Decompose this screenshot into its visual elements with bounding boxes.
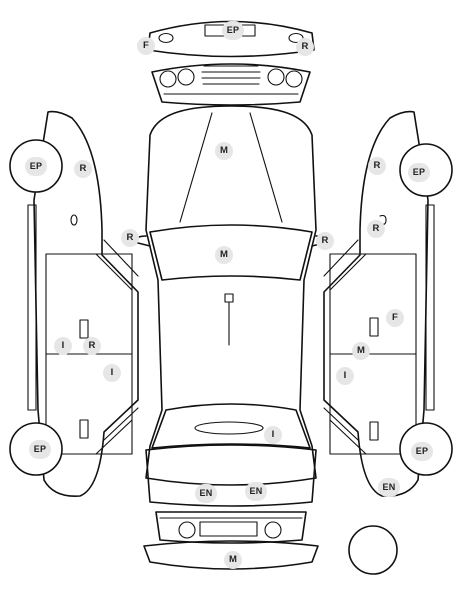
marker-left-front-wheel: EP — [25, 156, 47, 176]
marker-windshield: M — [215, 246, 233, 264]
right-side-view — [323, 110, 435, 497]
marker-left-mirror: R — [121, 229, 139, 247]
marker-left-front-fender: R — [74, 160, 92, 178]
rear-lower-bumper — [143, 540, 319, 570]
marker-front-bumper-center: EP — [222, 20, 244, 40]
empty-circle — [348, 525, 398, 575]
marker-right-front-fender: R — [368, 157, 386, 175]
marker-left-sill: I — [54, 337, 72, 355]
marker-rear-bumper-left: EN — [195, 483, 217, 503]
marker-trunk: I — [264, 426, 282, 444]
marker-right-front-wheel: EP — [408, 162, 430, 182]
marker-right-door-joint: M — [352, 342, 370, 360]
marker-left-front-door-bottom: R — [83, 337, 101, 355]
marker-front-bumper-right: R — [296, 38, 314, 56]
car-body-top — [133, 105, 329, 507]
front-grille — [151, 63, 311, 106]
rear-panel — [155, 511, 307, 544]
marker-rear-bottom: M — [224, 551, 242, 569]
marker-right-mirror: R — [316, 232, 334, 250]
marker-left-rear-door: I — [103, 364, 121, 382]
marker-front-bumper-left: F — [137, 37, 155, 55]
marker-right-front-door: F — [386, 309, 404, 327]
marker-right-rear-wheel: EP — [411, 441, 433, 461]
marker-rear-bumper-right: EN — [245, 481, 267, 501]
marker-right-front-door-top: R — [367, 220, 385, 238]
marker-hood: M — [215, 142, 233, 160]
marker-left-rear-wheel: EP — [29, 439, 51, 459]
marker-right-rear-door: I — [336, 367, 354, 385]
marker-right-rear-corner: EN — [378, 477, 400, 497]
